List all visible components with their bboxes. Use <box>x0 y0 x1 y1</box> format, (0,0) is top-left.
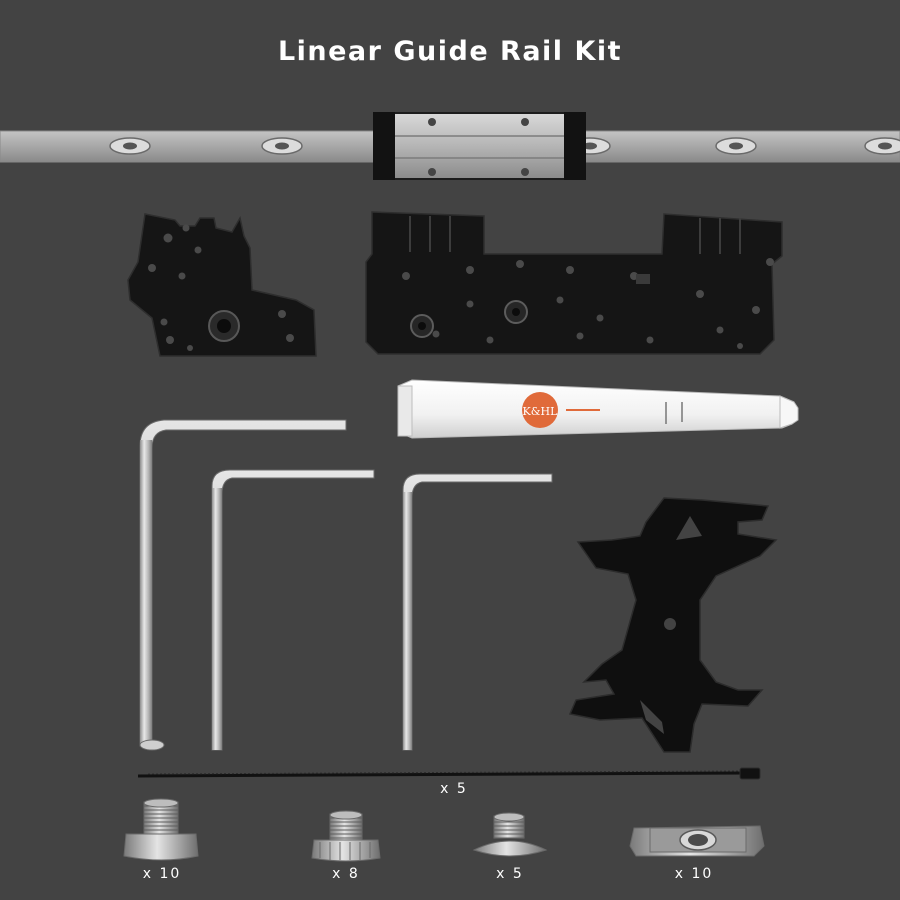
t-nut-quantity: x 10 <box>674 866 714 882</box>
button-head-screw <box>472 812 548 857</box>
socket-head-screw <box>123 798 199 861</box>
multi-wrench <box>568 497 778 753</box>
grease-tube: K&HL <box>397 379 799 439</box>
screw-c-quantity: x 5 <box>496 866 524 882</box>
small-black-bracket <box>127 213 317 357</box>
screw-a-quantity: x 10 <box>142 866 182 882</box>
knurled-screw <box>311 810 381 862</box>
cable-tie-quantity: x 5 <box>440 781 468 797</box>
screw-b-quantity: x 8 <box>332 866 360 882</box>
hex-key-medium <box>211 469 375 751</box>
cable-tie <box>137 767 761 780</box>
page-title: Linear Guide Rail Kit <box>277 36 623 67</box>
hex-key-small <box>402 473 553 751</box>
large-mounting-plate <box>365 211 783 355</box>
hex-key-large <box>139 419 347 751</box>
t-nut <box>629 825 765 857</box>
tube-brand-label: K&HL <box>523 405 559 418</box>
rail-carriage-block <box>373 112 586 180</box>
